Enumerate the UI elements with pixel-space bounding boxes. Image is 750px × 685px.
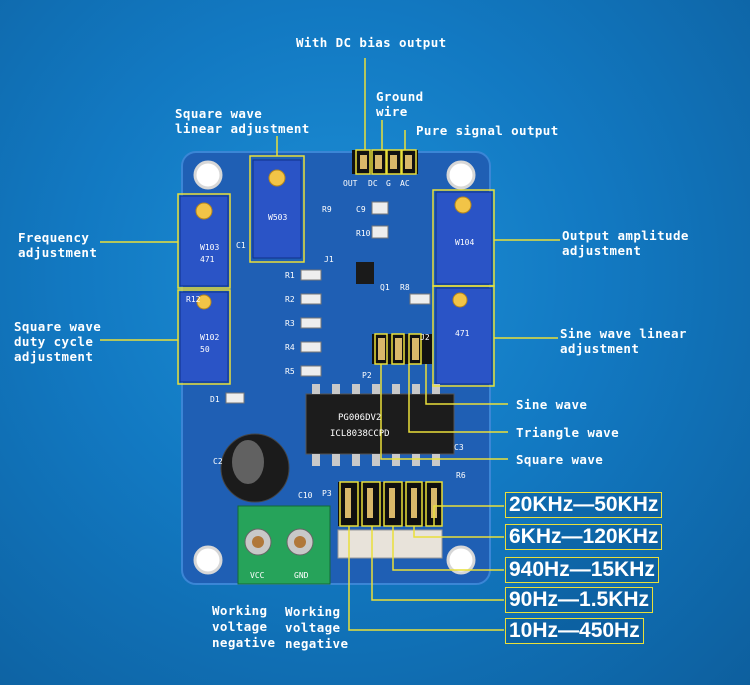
silk-dc: DC	[368, 179, 378, 188]
silk-r3: R3	[285, 319, 295, 328]
silk-pot1-sub: 471	[200, 255, 215, 264]
silk-p2: P2	[362, 371, 372, 380]
silk-j2: J2	[420, 333, 430, 342]
silk-g: G	[386, 179, 391, 188]
label-gnd-3: negative	[285, 636, 349, 651]
highlight-boxes	[177, 149, 495, 527]
screw-terminal	[237, 505, 331, 585]
label-dc-bias-output: With DC bias output	[296, 35, 447, 50]
silk-c1: C1	[236, 241, 246, 250]
label-output-amplitude-2: adjustment	[562, 243, 642, 258]
silk-r8: R8	[400, 283, 410, 292]
silk-pot4-sub: 471	[455, 329, 470, 338]
mounting-hole-icon	[193, 545, 223, 575]
silk-r4: R4	[285, 343, 295, 352]
label-triangle-wave: Triangle wave	[516, 425, 620, 440]
silk-j1: J1	[324, 255, 334, 264]
label-vcc-1: Working	[212, 603, 268, 618]
silk-c2: C2	[213, 457, 223, 466]
silk-chip-line1: PG006DV2	[338, 413, 381, 423]
label-vcc-2: voltage	[212, 619, 268, 634]
silk-r5: R5	[285, 367, 295, 376]
label-duty-cycle-1: Square wave	[14, 319, 102, 334]
icl8038-chip	[305, 384, 455, 466]
label-sine-linear-2: adjustment	[560, 341, 640, 356]
silk-c9: C9	[356, 205, 366, 214]
trimmer-pot-sine-linear	[435, 287, 493, 385]
silk-r2: R2	[285, 295, 295, 304]
mounting-hole-icon	[446, 545, 476, 575]
silk-r6: R6	[456, 471, 466, 480]
silk-pot2-sub: 50	[200, 345, 210, 354]
range-label-5: 10Hz—450Hz	[505, 618, 644, 644]
label-ground-wire-2: wire	[376, 104, 408, 119]
silk-c3: C3	[454, 443, 464, 452]
mounting-hole-icon	[446, 160, 476, 190]
leader-lines	[100, 58, 560, 631]
output-header	[352, 150, 418, 174]
label-duty-cycle-2: duty cycle	[14, 334, 94, 349]
silk-gnd: GND	[294, 571, 309, 580]
range-label-1: 20KHz—50KHz	[505, 492, 663, 518]
label-square-linear-2: linear adjustment	[175, 121, 310, 136]
label-gnd-1: Working	[285, 604, 341, 619]
silk-c10: C10	[298, 491, 313, 500]
label-sine-wave: Sine wave	[516, 397, 588, 412]
silk-r12: R12	[186, 295, 201, 304]
silk-chip-line2: ICL8038CCPD	[330, 429, 390, 439]
silk-r10: R10	[356, 229, 371, 238]
trimmer-pot-frequency	[179, 195, 229, 287]
range-label-3: 940Hz—15KHz	[505, 557, 659, 583]
silk-r9: R9	[322, 205, 332, 214]
trimmer-pot-amplitude	[435, 191, 493, 285]
silk-p3: P3	[322, 489, 332, 498]
label-vcc-3: negative	[212, 635, 276, 650]
trimmer-pot-duty	[179, 291, 229, 383]
label-output-amplitude-1: Output amplitude	[562, 228, 689, 243]
smd-resistors	[225, 201, 431, 404]
silk-out: OUT	[343, 179, 358, 188]
silk-pot3: W503	[268, 213, 287, 222]
silk-pot2: W102	[200, 333, 219, 342]
silk-pot1: W103	[200, 243, 219, 252]
label-gnd-2: voltage	[285, 620, 341, 635]
electrolytic-capacitor	[220, 433, 290, 503]
range-label-4: 90Hz—1.5KHz	[505, 587, 654, 613]
waveform-jumper	[372, 334, 432, 364]
label-sine-linear-1: Sine wave linear	[560, 326, 687, 341]
label-pure-signal-output: Pure signal output	[416, 123, 559, 138]
silk-d1: D1	[210, 395, 220, 404]
silk-ac: AC	[400, 179, 410, 188]
range-jumper-header	[337, 482, 443, 559]
label-frequency-1: Frequency	[18, 230, 90, 245]
silk-q1: Q1	[380, 283, 390, 292]
silk-vcc: VCC	[250, 571, 265, 580]
silk-r1: R1	[285, 271, 295, 280]
range-label-2: 6KHz—120KHz	[505, 524, 663, 550]
transistor	[356, 262, 374, 284]
label-duty-cycle-3: adjustment	[14, 349, 94, 364]
label-ground-wire-1: Ground	[376, 89, 424, 104]
mounting-hole-icon	[193, 160, 223, 190]
silk-pot4: W104	[455, 238, 474, 247]
label-square-wave: Square wave	[516, 452, 604, 467]
label-square-linear-1: Square wave	[175, 106, 263, 121]
trimmer-pot-square-linear	[252, 159, 302, 259]
label-frequency-2: adjustment	[18, 245, 98, 260]
